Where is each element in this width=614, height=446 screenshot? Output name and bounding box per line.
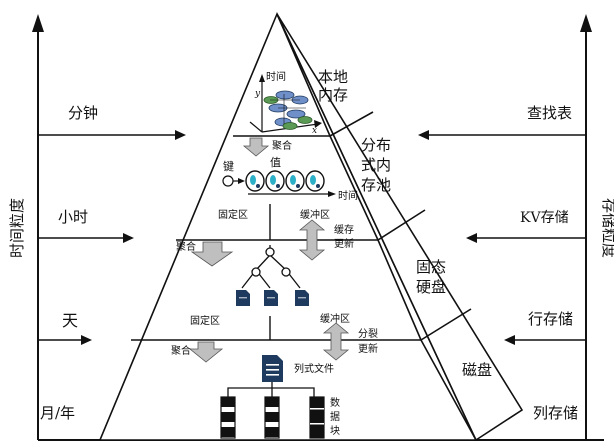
- cache-update-line1: 缓存: [334, 223, 354, 236]
- cube-time-label: 时间: [266, 70, 286, 83]
- columnar-file-icon: [262, 355, 283, 382]
- value-label: 值: [270, 156, 281, 169]
- tier-ssd-line1: 固态: [416, 258, 446, 276]
- cache-update-arrow: [298, 219, 326, 261]
- key-label: 键: [223, 159, 234, 173]
- tier-distributed-pool-line3: 存池: [361, 176, 391, 194]
- aggregate-label-1: 聚合: [272, 139, 292, 152]
- cube-y-label: y: [254, 89, 261, 99]
- kv-time-label: 时间: [338, 189, 358, 202]
- data-block-line2: 据: [330, 410, 340, 423]
- left-axis-title: 时间粒度: [8, 198, 26, 258]
- right-level-column-store: 列存储: [533, 404, 578, 422]
- buffer-zone-label-1: 缓冲区: [300, 208, 330, 221]
- data-block-line1: 数: [330, 396, 340, 409]
- left-level-minute: 分钟: [68, 104, 98, 122]
- left-level-hour: 小时: [58, 208, 88, 226]
- right-level-row-store: 行存储: [528, 310, 573, 328]
- tier-distributed-pool-line1: 分布: [361, 136, 391, 154]
- right-storage-axis: [580, 14, 592, 440]
- tree-structure: [241, 245, 301, 289]
- aggregate-arrow-1: [242, 137, 270, 157]
- tier-local-memory-line1: 本地: [318, 68, 348, 86]
- left-level-day: 天: [62, 311, 78, 330]
- tier-ssd-line2: 硬盘: [416, 278, 446, 296]
- tier-distributed-pool-line2: 式内: [361, 156, 391, 174]
- split-update-line1: 分裂: [358, 327, 378, 340]
- kv-ring-chain: [222, 170, 336, 197]
- tier-disk: 磁盘: [462, 361, 492, 379]
- column-blocks: [220, 382, 325, 439]
- pyramid-outline: [98, 12, 524, 442]
- split-update-line2: 更新: [358, 342, 378, 355]
- aggregate-arrow-3: [188, 341, 224, 363]
- aggregate-label-3: 聚合: [171, 344, 191, 357]
- fixed-zone-label-2: 固定区: [190, 314, 220, 327]
- data-block-line3: 块: [330, 425, 340, 437]
- columnar-file-label: 列式文件: [294, 362, 334, 375]
- buffer-zone-label-2: 缓冲区: [320, 312, 350, 325]
- right-level-lookup-table: 查找表: [527, 104, 572, 122]
- local-memory-cube: 时间 y x: [249, 70, 322, 136]
- cache-update-line2: 更新: [334, 237, 354, 250]
- split-update-arrow: [322, 322, 350, 361]
- tier-local-memory-line2: 内存: [318, 86, 348, 104]
- fixed-zone-label-1: 固定区: [218, 208, 248, 221]
- left-level-month-year: 月/年: [40, 404, 75, 422]
- right-axis-title: 存储粒度: [600, 198, 614, 258]
- aggregate-label-2: 聚合: [176, 240, 196, 253]
- aggregate-arrow-2: [190, 241, 234, 267]
- tier-labels: 本地 内存 分布 式内 存池 固态 硬盘 磁盘: [318, 68, 492, 379]
- right-level-arrows: [418, 130, 586, 345]
- right-level-kv-store: KV存储: [520, 210, 569, 226]
- cube-x-label: x: [312, 126, 317, 136]
- left-level-arrows: [38, 130, 186, 345]
